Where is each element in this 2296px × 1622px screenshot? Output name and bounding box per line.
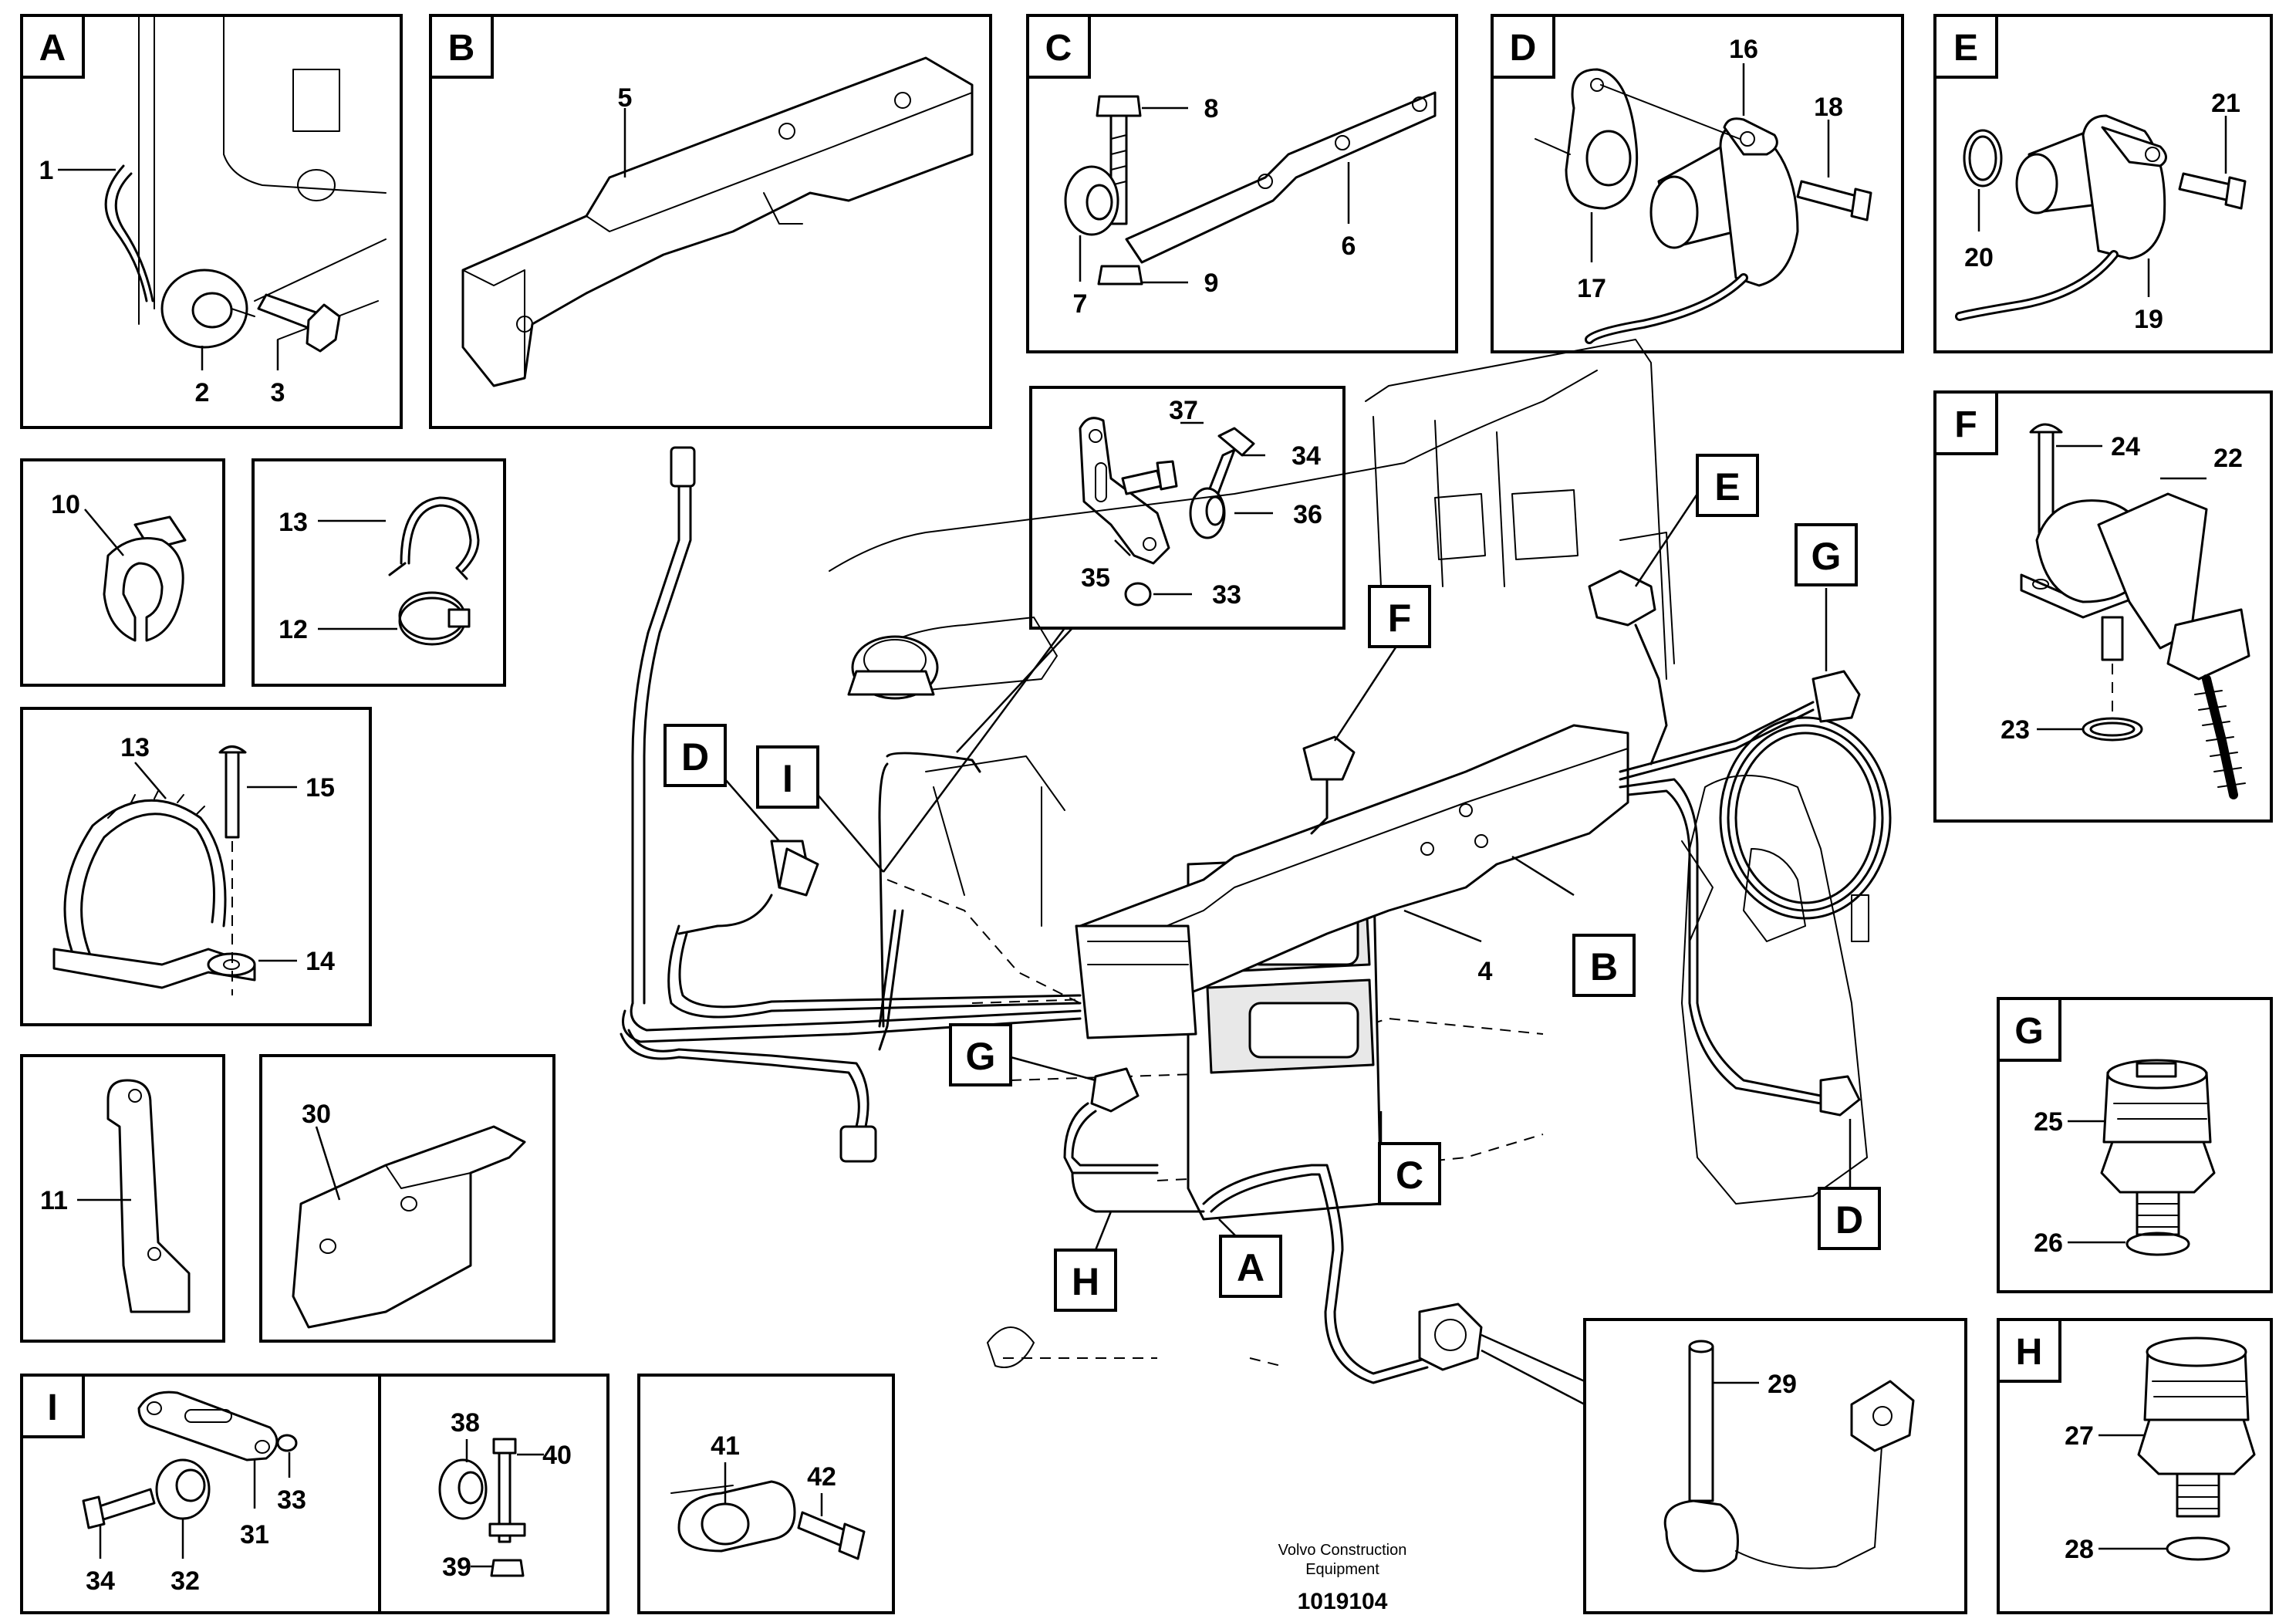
- part-number-2: 2: [195, 378, 210, 407]
- part-number-41: 41: [711, 1431, 740, 1461]
- part-number-14: 14: [306, 947, 335, 976]
- part-number-25: 25: [2034, 1107, 2063, 1137]
- panel-clip-10: 10: [20, 458, 225, 687]
- part-number-4: 4: [1478, 957, 1493, 986]
- part-number-27: 27: [2065, 1421, 2094, 1451]
- part-number-5: 5: [618, 83, 633, 113]
- panel-a: A 1 2 3: [20, 14, 403, 429]
- part-number-20: 20: [1964, 243, 1994, 272]
- panel-d: D 16 18 17: [1491, 14, 1904, 353]
- part-number-37: 37: [1169, 396, 1198, 425]
- part-number-28: 28: [2065, 1535, 2094, 1564]
- part-number-38: 38: [451, 1408, 480, 1438]
- panel-letter-f: F: [1954, 404, 1977, 445]
- panel-letter-d: D: [1510, 28, 1537, 69]
- callout-d-right: D: [1835, 1198, 1863, 1242]
- part-number-33: 33: [277, 1485, 306, 1515]
- callout-i: I: [782, 757, 793, 800]
- panel-clamps-12-13: 13 12: [252, 458, 506, 687]
- panel-grommet-38-40: 38 40 39: [378, 1374, 609, 1614]
- part-number-8: 8: [1204, 94, 1219, 123]
- part-number-39: 39: [442, 1553, 471, 1582]
- document-number: 1019104: [1298, 1589, 1388, 1614]
- callout-g-upper: G: [1811, 535, 1842, 578]
- part-number-21: 21: [2211, 89, 2240, 118]
- part-number-29: 29: [1768, 1370, 1797, 1399]
- panel-h: H 27 28: [1997, 1318, 2273, 1614]
- part-number-6: 6: [1342, 231, 1356, 261]
- callouts: E G F D I B G C A: [663, 454, 1881, 1406]
- part-number-42: 42: [807, 1462, 836, 1492]
- part-number-7: 7: [1073, 289, 1088, 319]
- brand-line-2: Equipment: [1305, 1561, 1379, 1578]
- panel-strap-13-14-15: 13 15 14: [20, 707, 372, 1026]
- part-number-17: 17: [1577, 274, 1606, 303]
- panel-sensor-29: 29: [1583, 1318, 1967, 1614]
- callout-g-lower: G: [966, 1035, 996, 1078]
- part-number-24: 24: [2111, 432, 2140, 461]
- callout-e: E: [1714, 465, 1740, 509]
- part-number-40: 40: [542, 1441, 572, 1470]
- part-number-33-detail: 33: [1212, 580, 1241, 610]
- part-number-19: 19: [2134, 305, 2163, 334]
- footer: Volvo Construction Equipment 1019104: [1278, 1542, 1407, 1614]
- part-number-31: 31: [240, 1520, 269, 1549]
- panel-letter-h: H: [2016, 1332, 2043, 1373]
- part-number-9: 9: [1204, 269, 1219, 298]
- panel-bracket-11: 11: [20, 1054, 225, 1343]
- part-number-34: 34: [86, 1566, 115, 1596]
- callout-b: B: [1590, 945, 1618, 988]
- part-number-13-top: 13: [279, 508, 308, 537]
- panel-letter-b: B: [448, 28, 475, 69]
- callout-c: C: [1396, 1154, 1423, 1197]
- panel-i: I 34 32 31 33: [20, 1374, 383, 1614]
- engine-assembly: 4: [620, 339, 1892, 1384]
- part-number-12: 12: [279, 615, 308, 644]
- panel-bracket-33-37: 37 34 36 35 33: [1029, 386, 1346, 630]
- panel-letter-g: G: [2014, 1011, 2043, 1052]
- callout-h: H: [1072, 1260, 1099, 1303]
- part-number-36: 36: [1293, 500, 1322, 529]
- panel-letter-i: I: [47, 1387, 57, 1428]
- part-number-18: 18: [1814, 93, 1843, 122]
- panel-letter-a: A: [39, 28, 66, 69]
- part-number-34-detail: 34: [1292, 441, 1321, 471]
- panel-letter-e: E: [1953, 28, 1978, 69]
- callout-f: F: [1388, 596, 1412, 640]
- part-number-3: 3: [271, 378, 285, 407]
- part-number-13: 13: [120, 733, 150, 762]
- part-number-10: 10: [51, 490, 80, 519]
- part-number-1: 1: [39, 156, 54, 185]
- callout-d-left: D: [681, 735, 709, 779]
- part-number-30: 30: [302, 1100, 331, 1129]
- part-number-26: 26: [2034, 1228, 2063, 1258]
- panel-clip-41-42: 41 42: [637, 1374, 895, 1614]
- panel-c: C 8 9 7 6: [1026, 14, 1458, 353]
- panel-g: G 25 26: [1997, 997, 2273, 1293]
- panel-e: E 21 20 19: [1933, 14, 2273, 353]
- part-number-35: 35: [1081, 563, 1110, 593]
- panel-b: B 5: [429, 14, 992, 429]
- brand-line-1: Volvo Construction: [1278, 1542, 1407, 1559]
- panel-letter-c: C: [1045, 28, 1072, 69]
- part-number-11: 11: [40, 1186, 68, 1215]
- part-number-22: 22: [2213, 444, 2243, 473]
- part-number-16: 16: [1729, 35, 1758, 64]
- panel-plate-30: 30: [259, 1054, 555, 1343]
- panel-f: F 24 22 23: [1933, 390, 2273, 823]
- part-number-15: 15: [306, 773, 335, 803]
- part-number-32: 32: [171, 1566, 200, 1596]
- part-number-23: 23: [2001, 715, 2030, 745]
- callout-a: A: [1237, 1246, 1264, 1289]
